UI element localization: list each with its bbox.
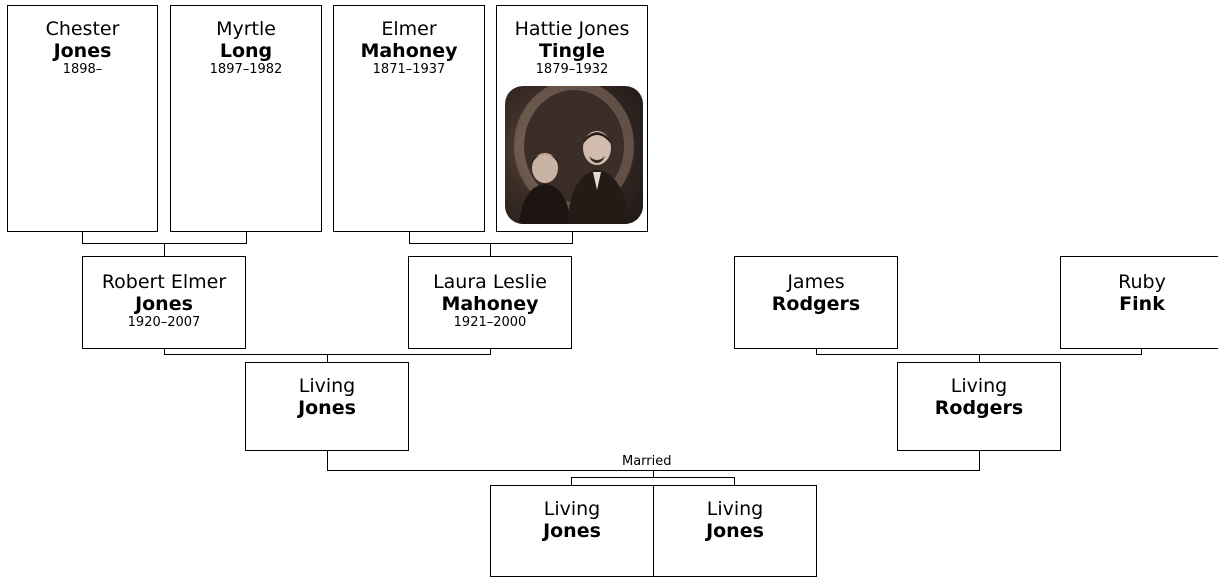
given-name: Living — [950, 375, 1008, 397]
given-name: Myrtle — [216, 18, 276, 40]
connector — [82, 231, 83, 244]
person-card-chester-jones[interactable]: Chester Jones 1898– — [7, 5, 158, 232]
life-dates: 1879–1932 — [535, 62, 609, 77]
given-name: Hattie Jones — [514, 18, 630, 40]
surname: Jones — [706, 520, 764, 542]
life-dates: 1871–1937 — [372, 62, 446, 77]
given-name: Chester — [45, 18, 120, 40]
given-name: Living — [543, 498, 601, 520]
connector — [246, 231, 247, 244]
connector — [409, 231, 410, 244]
surname: Rodgers — [934, 397, 1024, 419]
person-card-living-jones[interactable]: Living Jones — [245, 362, 409, 451]
life-dates: 1921–2000 — [453, 315, 527, 330]
married-label: Married — [622, 454, 672, 469]
given-name: Robert Elmer — [101, 271, 227, 293]
person-card-ruby-fink[interactable]: Ruby Fink — [1060, 256, 1218, 349]
connector — [572, 231, 573, 244]
person-card-child-1[interactable]: Living Jones — [490, 485, 654, 577]
portrait-photo[interactable] — [505, 86, 643, 224]
surname: Fink — [1119, 293, 1165, 315]
portrait-image — [514, 86, 634, 224]
given-name: Laura Leslie — [433, 271, 547, 293]
connector — [734, 477, 735, 486]
surname: Tingle — [539, 40, 605, 62]
person-card-myrtle-long[interactable]: Myrtle Long 1897–1982 — [170, 5, 322, 232]
surname: Jones — [135, 293, 193, 315]
surname: Jones — [543, 520, 601, 542]
connector — [327, 354, 328, 363]
life-dates: 1898– — [62, 62, 103, 77]
surname: Mahoney — [360, 40, 458, 62]
connector — [327, 450, 328, 471]
person-card-elmer-mahoney[interactable]: Elmer Mahoney 1871–1937 — [333, 5, 485, 232]
surname: Rodgers — [771, 293, 861, 315]
given-name: James — [787, 271, 845, 293]
given-name: Living — [706, 498, 764, 520]
connector — [490, 348, 491, 355]
person-card-robert-jones[interactable]: Robert Elmer Jones 1920–2007 — [82, 256, 246, 349]
person-card-james-rodgers[interactable]: James Rodgers — [734, 256, 898, 349]
person-card-living-rodgers[interactable]: Living Rodgers — [897, 362, 1061, 451]
person-card-child-2[interactable]: Living Jones — [653, 485, 817, 577]
connector — [979, 354, 980, 363]
life-dates: 1920–2007 — [127, 315, 201, 330]
connector — [490, 243, 491, 257]
connector — [979, 450, 980, 471]
connector — [571, 477, 572, 486]
surname: Mahoney — [441, 293, 539, 315]
connector — [409, 243, 573, 244]
connector — [653, 470, 654, 478]
connector — [164, 243, 165, 257]
life-dates: 1897–1982 — [209, 62, 283, 77]
connector — [164, 348, 165, 355]
connector — [1141, 348, 1142, 355]
person-card-hattie-tingle[interactable]: Hattie Jones Tingle 1879–1932 — [496, 5, 648, 232]
surname: Jones — [298, 397, 356, 419]
connector — [571, 477, 735, 478]
connector — [816, 348, 817, 355]
given-name: Ruby — [1118, 271, 1166, 293]
given-name: Living — [298, 375, 356, 397]
given-name: Elmer — [381, 18, 437, 40]
person-card-laura-mahoney[interactable]: Laura Leslie Mahoney 1921–2000 — [408, 256, 572, 349]
surname: Jones — [53, 40, 112, 62]
surname: Long — [219, 40, 273, 62]
